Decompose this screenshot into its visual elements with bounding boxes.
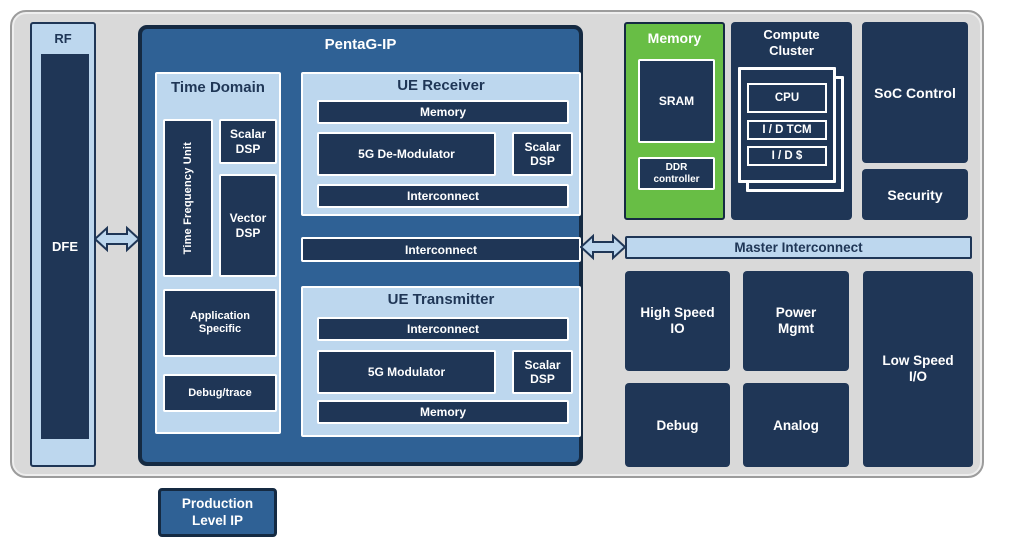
production-level-ip-legend: Production Level IP — [158, 488, 277, 537]
ue-receiver-section: UE Receiver Memory 5G De-Modulator Scala… — [301, 72, 581, 216]
rf-label: RF — [54, 31, 72, 46]
rf-pentag-arrow-icon — [94, 225, 140, 253]
memory-section-title: Memory — [647, 30, 702, 46]
compute-cluster-card: CPU I / D TCM I / D $ — [738, 67, 836, 183]
transmitter-scalar-dsp-block: Scalar DSP — [512, 350, 573, 394]
modulator-block: 5G Modulator — [317, 350, 496, 394]
memory-section: Memory SRAM DDR controller — [624, 22, 725, 220]
soc-control-block: SoC Control — [862, 22, 968, 163]
demodulator-block: 5G De-Modulator — [317, 132, 496, 176]
power-mgmt-block: Power Mgmt — [743, 271, 849, 371]
pentag-interconnect-bar: Interconnect — [301, 237, 581, 262]
id-tcm-block: I / D TCM — [747, 120, 827, 140]
time-domain-title: Time Domain — [171, 79, 265, 96]
master-interconnect-bar: Master Interconnect — [625, 236, 972, 259]
ddr-controller-block: DDR controller — [638, 157, 715, 190]
time-frequency-unit-block: Time Frequency Unit — [163, 119, 213, 277]
ue-receiver-title: UE Receiver — [397, 77, 485, 94]
receiver-interconnect-block: Interconnect — [317, 184, 569, 208]
transmitter-interconnect-block: Interconnect — [317, 317, 569, 341]
td-scalar-dsp-block: Scalar DSP — [219, 119, 277, 164]
compute-cluster-section: Compute Cluster CPU I / D TCM I / D $ — [731, 22, 852, 220]
id-cache-block: I / D $ — [747, 146, 827, 166]
low-speed-io-block: Low Speed I/O — [863, 271, 973, 467]
pentag-ip-title: PentaG-IP — [324, 36, 397, 53]
pentag-master-arrow-icon — [580, 233, 626, 261]
cpu-block: CPU — [747, 83, 827, 113]
time-domain-section: Time Domain Time Frequency Unit Scalar D… — [155, 72, 281, 434]
pentag-ip-block: PentaG-IP Time Domain Time Frequency Uni… — [138, 25, 583, 466]
td-vector-dsp-block: Vector DSP — [219, 174, 277, 277]
application-specific-block: Application Specific — [163, 289, 277, 357]
compute-cluster-title: Compute Cluster — [763, 27, 820, 58]
ue-transmitter-section: UE Transmitter Interconnect 5G Modulator… — [301, 286, 581, 437]
dfe-block: DFE — [41, 54, 89, 439]
ue-transmitter-title: UE Transmitter — [387, 291, 495, 308]
security-block: Security — [862, 169, 968, 220]
sram-block: SRAM — [638, 59, 715, 143]
transmitter-memory-block: Memory — [317, 400, 569, 424]
rf-block: RF DFE — [30, 22, 96, 467]
receiver-memory-block: Memory — [317, 100, 569, 124]
receiver-scalar-dsp-block: Scalar DSP — [512, 132, 573, 176]
high-speed-io-block: High Speed IO — [625, 271, 730, 371]
debug-trace-block: Debug/trace — [163, 374, 277, 412]
analog-block: Analog — [743, 383, 849, 467]
time-frequency-unit-label: Time Frequency Unit — [182, 141, 194, 255]
debug-block: Debug — [625, 383, 730, 467]
